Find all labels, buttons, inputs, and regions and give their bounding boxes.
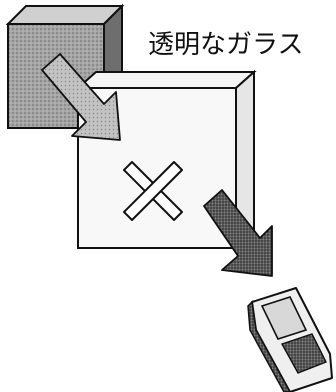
glass-top-face [75, 71, 257, 89]
x-mark [123, 161, 183, 221]
device-lower-panel [280, 333, 327, 374]
glass-caption: 透明なガラス [148, 30, 304, 60]
block-top-face [5, 5, 125, 25]
device-side [247, 300, 291, 392]
transparent-glass-pane [75, 69, 257, 251]
handheld-meter [247, 287, 333, 392]
dark-arrow-passing [203, 189, 273, 277]
device-screen [260, 296, 308, 340]
gray-arrow-blocked [41, 53, 121, 141]
